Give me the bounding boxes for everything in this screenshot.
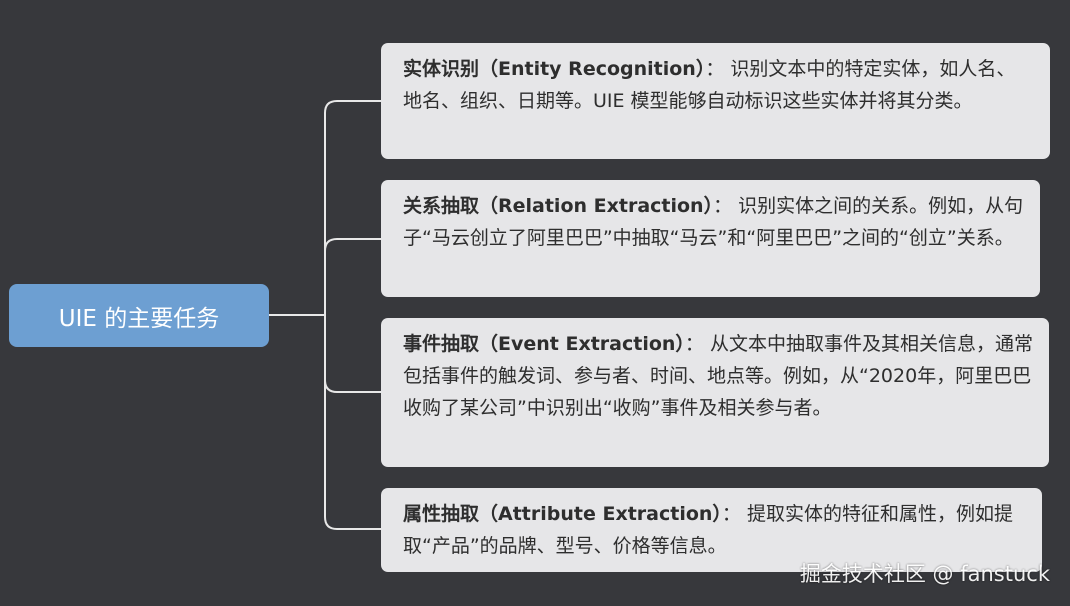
task-card-relation-extraction[interactable]: 关系抽取（Relation Extraction）： 识别实体之间的关系。例如，…: [381, 180, 1040, 297]
task-description: 从文本中抽取事件及其相关信息，通常包括事件的触发词、参与者、时间、地点等。例如，…: [403, 333, 1033, 419]
task-card-attribute-extraction[interactable]: 属性抽取（Attribute Extraction）： 提取实体的特征和属性，例…: [381, 488, 1042, 572]
task-term: 事件抽取（Event Extraction）: [403, 333, 685, 355]
connector-branch-3: [324, 315, 381, 393]
task-description: 提取实体的特征和属性，例如提取“产品”的品牌、型号、价格等信息。: [403, 503, 1013, 557]
connector-branch-1: [324, 100, 381, 315]
connector-branch-2: [324, 238, 381, 315]
task-term: 关系抽取（Relation Extraction）: [403, 195, 714, 217]
task-separator: ：: [721, 503, 741, 525]
root-node[interactable]: UIE 的主要任务: [9, 284, 269, 347]
root-label: UIE 的主要任务: [58, 305, 220, 332]
task-description: 识别文本中的特定实体，如人名、地名、组织、日期等。UIE 模型能够自动标识这些实…: [403, 58, 1016, 112]
task-term: 属性抽取（Attribute Extraction）: [403, 503, 722, 525]
connector-branch-4: [324, 315, 381, 530]
task-card-event-extraction[interactable]: 事件抽取（Event Extraction）： 从文本中抽取事件及其相关信息，通…: [381, 318, 1049, 467]
task-description: 识别实体之间的关系。例如，从句子“马云创立了阿里巴巴”中抽取“马云”和“阿里巴巴…: [403, 195, 1024, 249]
task-term: 实体识别（Entity Recognition）: [403, 58, 706, 80]
task-card-entity-recognition[interactable]: 实体识别（Entity Recognition）： 识别文本中的特定实体，如人名…: [381, 43, 1050, 159]
watermark: 掘金技术社区 @ fanstuck: [799, 562, 1050, 586]
task-separator: ：: [684, 333, 704, 355]
task-separator: ：: [705, 58, 725, 80]
task-separator: ：: [713, 195, 733, 217]
